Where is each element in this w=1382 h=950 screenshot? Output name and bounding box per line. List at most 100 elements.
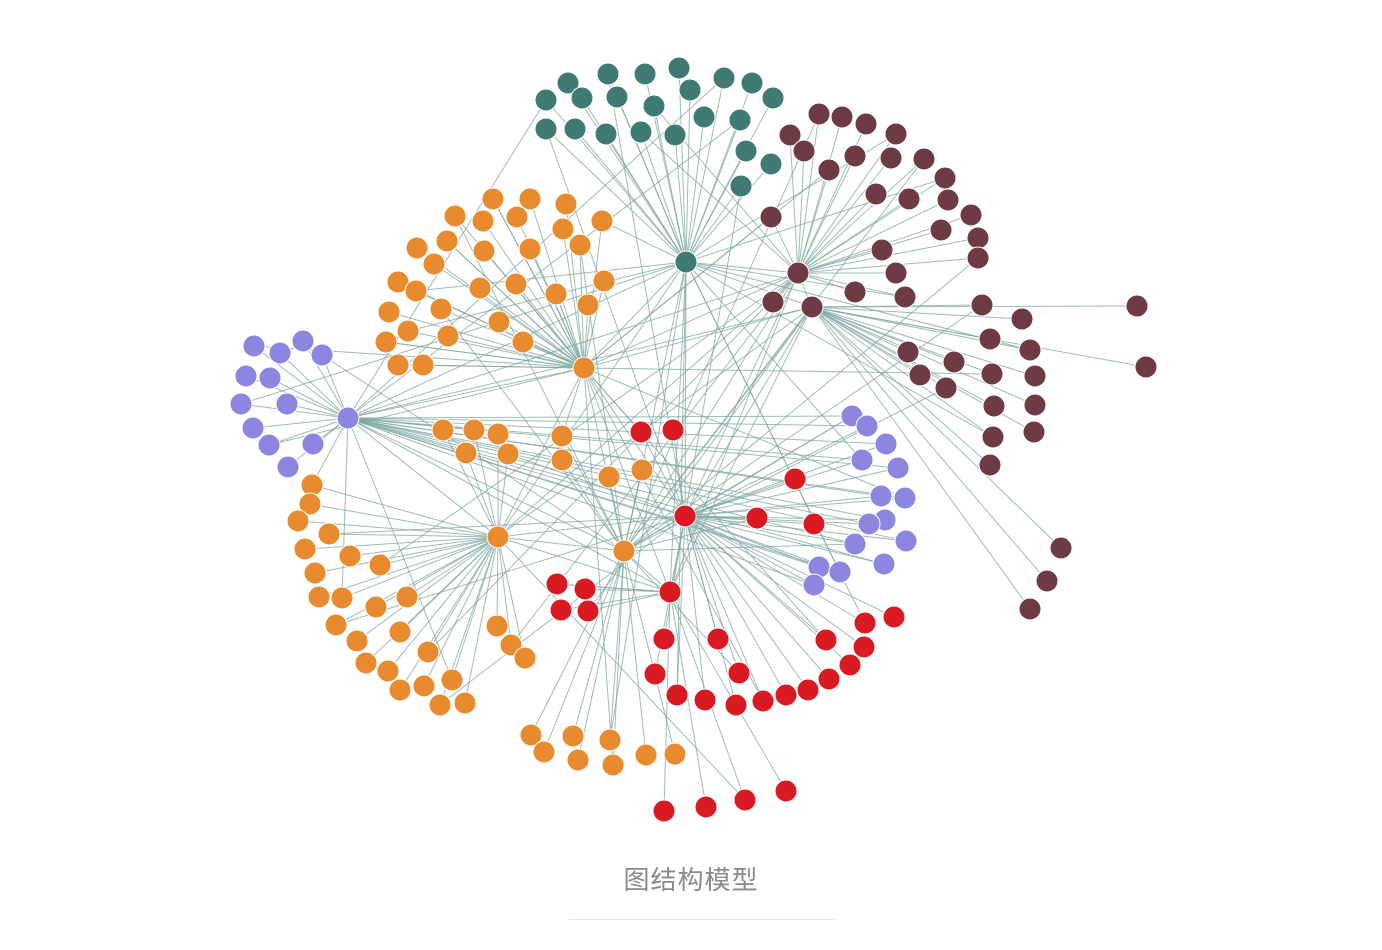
graph-node [429, 297, 453, 321]
graph-node [511, 330, 535, 354]
graph-node [519, 723, 543, 747]
graph-node [268, 341, 292, 365]
graph-node [778, 123, 802, 147]
graph-edge [676, 261, 687, 696]
graph-node [879, 146, 903, 170]
graph-node [694, 795, 718, 819]
graph-edge [335, 515, 686, 626]
graph-hub-node [786, 261, 810, 285]
graph-edge [684, 515, 885, 565]
graph-node [874, 432, 898, 456]
graph-node [428, 693, 452, 717]
graph-edge [623, 550, 647, 756]
graph-node [759, 152, 783, 176]
graph-edge [685, 261, 994, 438]
graph-edge [433, 263, 585, 369]
graph-hub-node [674, 250, 698, 274]
graph-edge [678, 67, 687, 263]
graph-edge [562, 228, 585, 369]
graph-edge [529, 248, 585, 369]
graph-edge [427, 536, 499, 653]
graph-node [966, 226, 990, 250]
graph-node [561, 724, 585, 748]
graph-edge [555, 293, 585, 369]
graph-edge [497, 515, 686, 538]
graph-edge [609, 550, 625, 741]
graph-node [317, 522, 341, 546]
graph-edge [811, 306, 991, 466]
graph-node [462, 418, 486, 442]
graph-node [505, 205, 529, 229]
graph-edge [623, 415, 853, 552]
graph-node [534, 88, 558, 112]
graph-edge [685, 119, 741, 263]
graph-node [1018, 597, 1042, 621]
graph-node [857, 512, 881, 536]
graph-node [453, 691, 477, 715]
graph-edge [789, 134, 799, 274]
graph-node [405, 236, 429, 260]
graph-node [652, 799, 676, 823]
graph-node [838, 653, 862, 677]
graph-edge [811, 306, 994, 438]
graph-edge [601, 220, 687, 263]
graph-edge [684, 515, 870, 525]
graph-edge [583, 367, 686, 517]
graph-node [388, 678, 412, 702]
graph-node [386, 353, 410, 377]
graph-node [550, 424, 574, 448]
graph-edge [496, 536, 499, 627]
graph-edge [422, 364, 585, 369]
graph-edge [684, 515, 865, 648]
graph-edge [684, 425, 868, 517]
graph-hub-node [572, 356, 596, 380]
graph-hub-node [486, 525, 510, 549]
graph-node [792, 139, 816, 163]
graph-node [597, 465, 621, 489]
graph-edge [583, 220, 603, 369]
figure-caption: 图结构模型 [623, 866, 759, 896]
graph-edge [685, 185, 742, 263]
graph-node [590, 209, 614, 233]
graph-node [933, 166, 957, 190]
graph-node [633, 62, 657, 86]
graph-node [936, 188, 960, 212]
graph-node [307, 585, 331, 609]
graph-node [436, 324, 460, 348]
graph-edge [685, 261, 863, 461]
graph-edge [406, 536, 499, 598]
graph-edge [583, 261, 687, 369]
graph-edge [356, 536, 499, 642]
graph-node [872, 552, 896, 576]
graph-node [814, 628, 838, 652]
graph-edge [497, 272, 799, 538]
graph-edge [669, 306, 813, 593]
graph-edge [347, 367, 585, 419]
graph-node [843, 144, 867, 168]
graph-node [830, 105, 854, 129]
graph-node [870, 238, 894, 262]
graph-edge [482, 220, 585, 369]
graph-node [652, 627, 676, 651]
graph-node [942, 350, 966, 374]
graph-edge [684, 515, 815, 586]
graph-edge [328, 515, 686, 535]
graph-edge [684, 306, 813, 517]
graph-edge [349, 536, 499, 557]
graph-edge [302, 340, 349, 419]
graph-node [817, 158, 841, 182]
graph-nodes [229, 56, 1158, 823]
graph-edge [567, 82, 687, 263]
graph-node [729, 174, 753, 198]
graph-node [897, 187, 921, 211]
graph-node [286, 509, 310, 533]
graph-node [443, 204, 467, 228]
graph-node [970, 293, 994, 317]
graph-edge [309, 503, 499, 538]
graph-edge [584, 588, 671, 593]
graph-edge [811, 306, 1062, 549]
graph-node [338, 544, 362, 568]
graph-edge [497, 261, 687, 538]
graph-edge [685, 150, 747, 263]
graph-node [663, 123, 687, 147]
